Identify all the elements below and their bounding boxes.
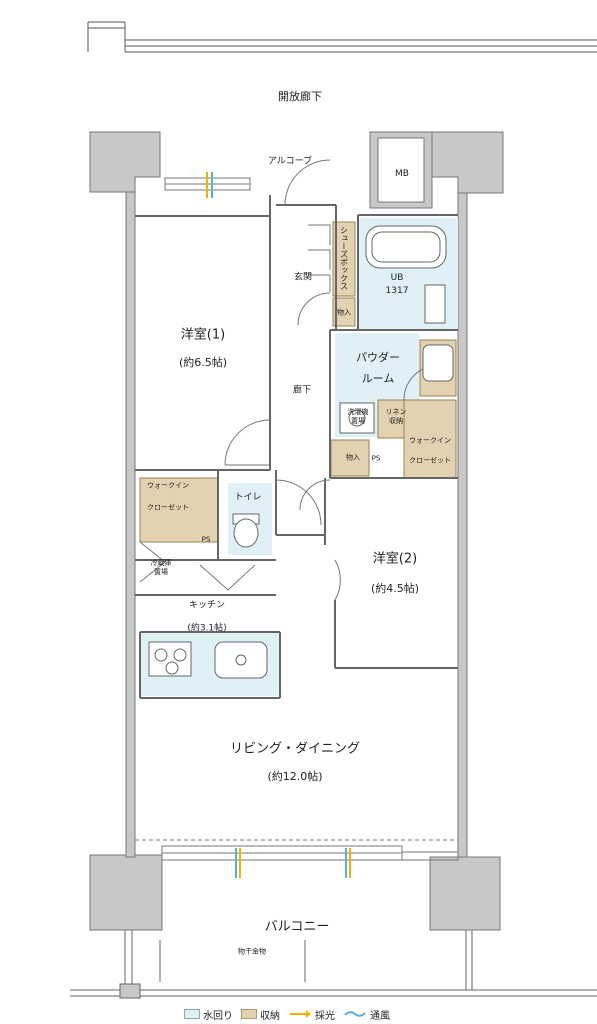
light-wind-marks <box>206 172 351 878</box>
kitchen-label: キッチン <box>188 600 226 611</box>
mb-label: MB <box>395 169 409 179</box>
living-label: リビング・ダイニング <box>229 741 361 757</box>
walkin-left-label-1: ウォークイン <box>147 481 189 490</box>
legend-water-label: 水回り <box>203 1010 233 1022</box>
light-arrow-icon <box>290 1010 311 1018</box>
balcony-label: バルコニー <box>264 919 330 935</box>
floor-plan <box>70 21 597 999</box>
legend-light-label: 採光 <box>315 1010 335 1022</box>
bathtub <box>365 225 447 324</box>
toilet-fixture <box>232 513 260 548</box>
door-swings <box>139 159 440 601</box>
corridor-railing <box>87 21 597 53</box>
western1-size-label: (約6.5帖) <box>178 356 228 369</box>
legend: 水回り 収納 採光 通風 <box>184 1006 390 1022</box>
storage1-label: 物入 <box>337 308 351 317</box>
washer-label: 洗濯機 置場 <box>347 408 369 425</box>
kitchen-fixtures <box>148 641 268 679</box>
water-swatch-icon <box>184 1009 200 1019</box>
drying-label: 物干金物 <box>238 947 266 956</box>
hallway-label: 廊下 <box>292 385 312 396</box>
fridge-label: 冷蔵庫 置場 <box>150 559 172 576</box>
ps1-label: PS <box>371 454 381 463</box>
ub-size-label: 1317 <box>385 286 409 296</box>
storage-swatch-icon <box>241 1009 257 1019</box>
walkin-left-label-2: クローゼット <box>147 503 189 512</box>
legend-water: 水回り <box>184 1007 233 1022</box>
living-size-label: (約12.0帖) <box>267 770 323 783</box>
powder-label: パウダー <box>356 351 400 364</box>
ps2-label: PS <box>201 535 211 544</box>
storage2-label: 物入 <box>346 453 360 462</box>
room-label: ルーム <box>361 372 395 385</box>
linen-label: リネン 収納 <box>385 408 407 425</box>
mb-room <box>377 137 425 203</box>
alcove-label: アルコーブ <box>267 156 313 167</box>
legend-storage: 収納 <box>241 1007 280 1022</box>
kitchen-size-label: (約3.1帖) <box>187 623 227 634</box>
balcony-rails <box>70 930 597 999</box>
legend-storage-label: 収納 <box>260 1010 280 1022</box>
western2-size-label: (約4.5帖) <box>370 582 420 595</box>
toilet-label: トイレ <box>234 492 262 503</box>
western2-label: 洋室(2) <box>372 551 418 567</box>
western1-label: 洋室(1) <box>180 327 226 343</box>
walkin-right-label-2: クローゼット <box>409 456 451 465</box>
legend-wind: 通風 <box>343 1007 390 1022</box>
legend-wind-label: 通風 <box>370 1010 390 1022</box>
interior-walls <box>135 195 458 699</box>
walkin-right-label-1: ウォークイン <box>409 436 451 445</box>
shoes-box-label: シューズボックス <box>339 226 349 290</box>
genkan-label: 玄関 <box>293 272 313 283</box>
washbasin <box>339 344 454 434</box>
outer-walls <box>125 191 468 858</box>
legend-light: 採光 <box>288 1007 335 1022</box>
wind-wave-icon <box>344 1011 366 1017</box>
open-corridor-label: 開放廊下 <box>278 90 322 103</box>
storage-areas <box>139 221 457 543</box>
ub-label: UB <box>390 273 404 283</box>
